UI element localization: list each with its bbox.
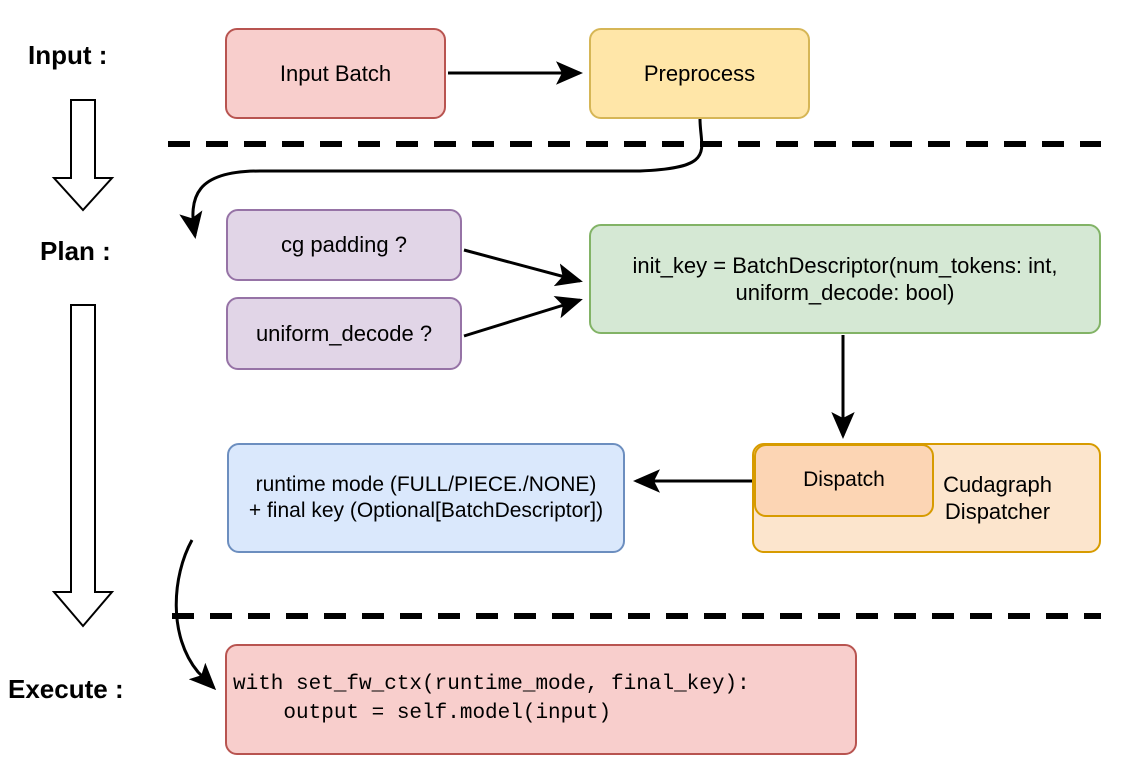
node-input-batch[interactable]: Input Batch [225,28,446,119]
stage-label-input: Input : [28,40,108,70]
node-cudagraph-dispatcher-label-line1: Cudagraph [943,471,1052,497]
edge-cg-padding-to-init-key [463,248,583,287]
node-dispatch-label: Dispatch [803,468,885,492]
stage-label-plan: Plan : [40,236,111,266]
node-runtime-mode-label-line2: + final key (Optional[BatchDescriptor]) [248,499,604,522]
node-runtime-mode-label-line1: runtime mode (FULL/PIECE./NONE) [255,472,597,496]
node-execute-code-line2: output = self.model(input) [233,701,612,725]
node-cg-padding-label: cg padding ? [281,232,407,258]
node-init-key-label-line1: init_key = BatchDescriptor(num_tokens: i… [632,252,1058,278]
block-arrow-plan-to-execute [51,304,115,628]
node-execute-code[interactable]: with set_fw_ctx(runtime_mode, final_key)… [225,644,857,755]
node-runtime-mode[interactable]: runtime mode (FULL/PIECE./NONE) + final … [227,443,625,553]
stage-label-execute: Execute : [8,674,124,704]
node-uniform-decode[interactable]: uniform_decode ? [226,297,462,370]
node-init-key-label-line2: uniform_decode: bool) [735,280,955,305]
node-cudagraph-dispatcher-label-line2: Dispatcher [944,499,1051,524]
node-cg-padding[interactable]: cg padding ? [226,209,462,281]
node-input-batch-label: Input Batch [279,60,392,86]
node-execute-code-line1: with set_fw_ctx(runtime_mode, final_key)… [233,673,750,697]
edge-runtime-mode-to-execute-code [174,539,217,691]
node-preprocess-label: Preprocess [643,60,756,86]
node-init-key[interactable]: init_key = BatchDescriptor(num_tokens: i… [589,224,1101,334]
edge-preprocess-to-cg-padding [179,118,704,239]
block-arrow-input-to-plan [51,99,115,212]
edge-uniform-decode-to-init-key [463,295,583,338]
node-preprocess[interactable]: Preprocess [589,28,810,119]
node-dispatch[interactable]: Dispatch [754,444,934,517]
node-uniform-decode-label: uniform_decode ? [255,320,433,346]
